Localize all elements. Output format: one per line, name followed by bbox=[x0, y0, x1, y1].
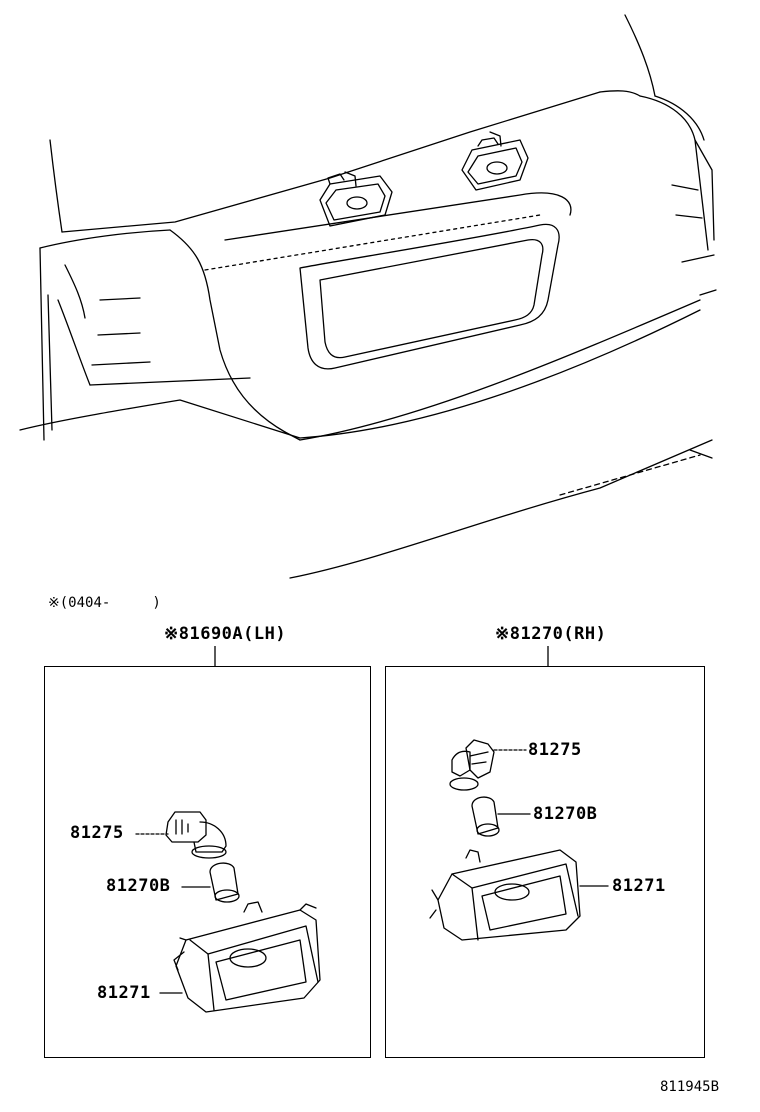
assembly-label-lh: ※81690A(LH) bbox=[164, 624, 287, 644]
rh-socket-label: 81275 bbox=[528, 740, 582, 760]
lh-socket-label: 81275 bbox=[70, 823, 124, 843]
note-suffix: ) bbox=[152, 595, 161, 611]
rh-housing-label: 81271 bbox=[612, 876, 666, 896]
assembly-label-rh: ※81270(RH) bbox=[495, 624, 607, 644]
lh-housing-label: 81271 bbox=[97, 983, 151, 1003]
license-lamp-housing-icon bbox=[173, 901, 321, 1013]
license-lamp-housing-icon bbox=[429, 849, 581, 941]
rh-assembly-box bbox=[385, 666, 705, 1058]
vehicle-rear-illustration bbox=[19, 14, 717, 579]
bulb-socket-icon bbox=[165, 811, 227, 859]
illustration-reference-number: 811945B bbox=[660, 1079, 720, 1095]
applicability-note: ※(0404-) bbox=[48, 596, 161, 610]
rh-bulb-label: 81270B bbox=[533, 804, 598, 824]
wedge-bulb-icon bbox=[209, 862, 240, 903]
lh-bulb-label: 81270B bbox=[106, 876, 171, 896]
note-prefix: ※(0404- bbox=[48, 595, 111, 611]
wedge-bulb-icon bbox=[471, 796, 500, 837]
lh-assembly-box bbox=[44, 666, 371, 1058]
bulb-socket-icon bbox=[449, 739, 495, 791]
